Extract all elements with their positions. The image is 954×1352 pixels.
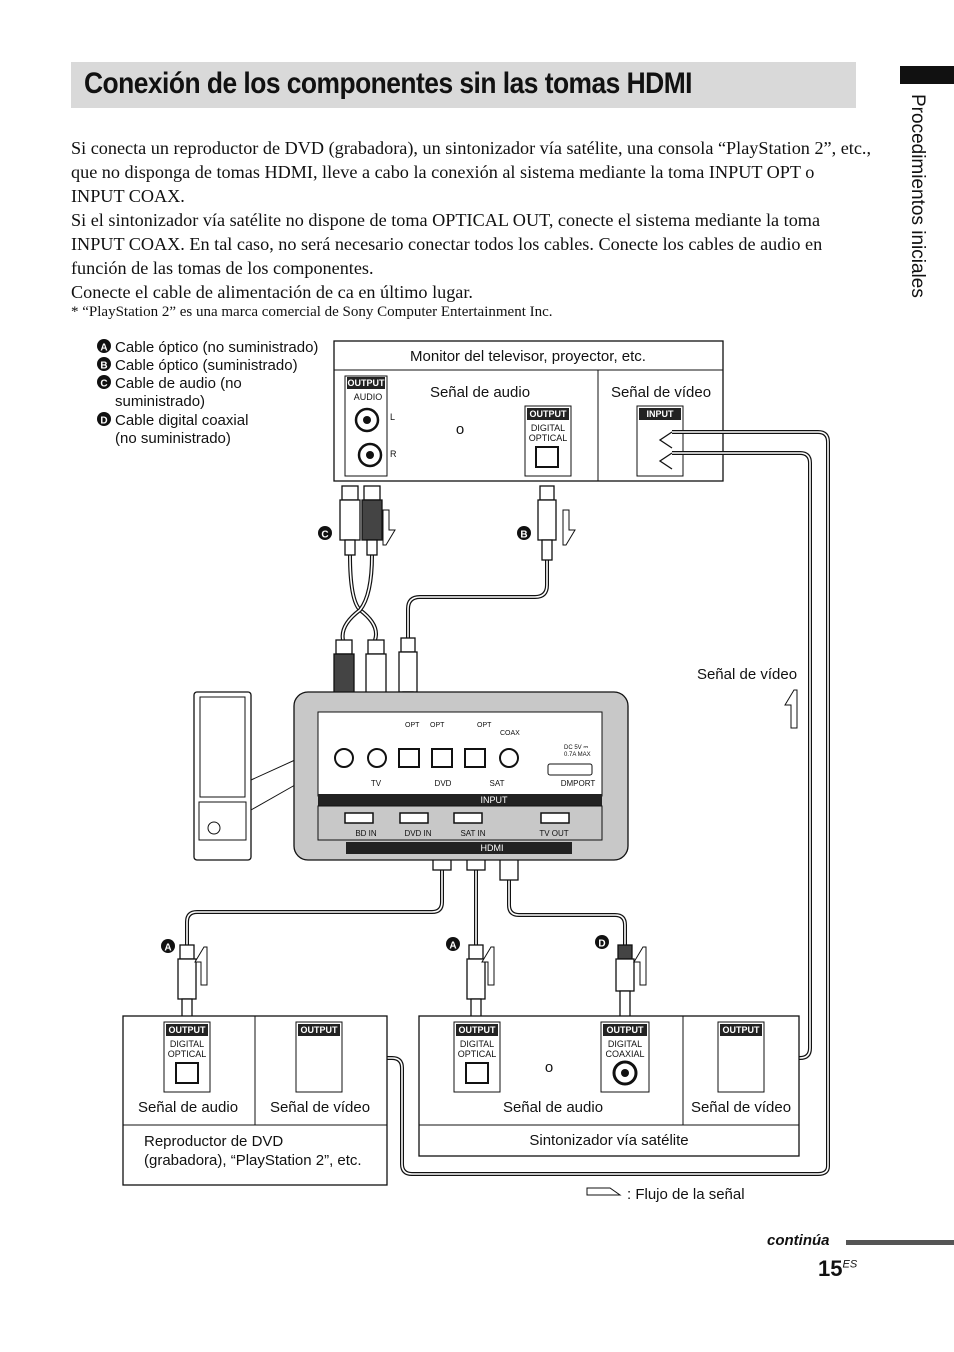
sat-audio-label: Señal de audio bbox=[503, 1099, 603, 1116]
intro-text: Si conecta un reproductor de DVD (grabad… bbox=[71, 136, 871, 304]
hdmi-label: HDMI bbox=[481, 843, 504, 853]
svg-text:D: D bbox=[598, 939, 605, 950]
digital-label: DIGITAL bbox=[460, 1039, 494, 1049]
page-title: Conexión de los componentes sin las toma… bbox=[84, 67, 692, 100]
legend-text: Cable de audio (no bbox=[115, 375, 242, 392]
tv-port-label: TV bbox=[371, 779, 382, 788]
output-badge: OUTPUT bbox=[723, 1025, 761, 1035]
output-badge: OUTPUT bbox=[530, 409, 568, 419]
connection-diagram: A Cable óptico (no suministrado) B Cable… bbox=[97, 339, 830, 1203]
opt-label: OPT bbox=[430, 722, 445, 729]
digital-label: DIGITAL bbox=[608, 1039, 642, 1049]
output-badge: OUTPUT bbox=[348, 378, 386, 388]
flow-legend-text: : Flujo de la señal bbox=[627, 1186, 745, 1203]
svg-text:D: D bbox=[100, 416, 107, 427]
svg-text:C: C bbox=[100, 379, 107, 390]
or-label: o bbox=[545, 1059, 553, 1076]
audio-jack-label: AUDIO bbox=[354, 392, 383, 402]
footnote: * “PlayStation 2” es una marca comercial… bbox=[71, 304, 553, 320]
svg-text:C: C bbox=[321, 530, 328, 541]
side-tab-marker bbox=[900, 66, 954, 84]
coaxial-label: COAXIAL bbox=[605, 1049, 644, 1059]
input-label: INPUT bbox=[481, 795, 509, 805]
continues-bar bbox=[846, 1240, 954, 1245]
input-badge: INPUT bbox=[647, 409, 675, 419]
dmport-label: DMPORT bbox=[561, 779, 596, 788]
output-badge: OUTPUT bbox=[607, 1025, 645, 1035]
continues-label: continúa bbox=[767, 1232, 830, 1249]
intro-paragraph: Si conecta un reproductor de DVD (grabad… bbox=[71, 138, 871, 206]
output-badge: OUTPUT bbox=[301, 1025, 339, 1035]
title-bar: Conexión de los componentes sin las toma… bbox=[71, 62, 856, 108]
video-signal-label: Señal de vídeo bbox=[697, 666, 797, 683]
tv-box: Monitor del televisor, proyector, etc. S… bbox=[333, 340, 724, 482]
legend-item-b: B Cable óptico (suministrado) bbox=[97, 357, 298, 374]
legend-item-c: C Cable de audio (no suministrado) bbox=[97, 375, 242, 410]
intro-paragraph: Conecte el cable de alimentación de ca e… bbox=[71, 282, 473, 302]
legend-text: Cable óptico (suministrado) bbox=[115, 357, 298, 374]
intro-paragraph: Si el sintonizador vía satélite no dispo… bbox=[71, 210, 823, 278]
legend-text: (no suministrado) bbox=[115, 430, 231, 447]
sat-name: Sintonizador vía satélite bbox=[529, 1132, 688, 1149]
output-badge: OUTPUT bbox=[459, 1025, 497, 1035]
left-jack-label: L bbox=[390, 412, 395, 422]
svg-text:B: B bbox=[100, 361, 107, 372]
or-label: o bbox=[456, 421, 464, 438]
dvd-port-label: DVD bbox=[435, 779, 452, 788]
dvd-audio-label: Señal de audio bbox=[138, 1099, 238, 1116]
dvd-name-line1: Reproductor de DVD bbox=[144, 1133, 283, 1150]
dc-label: 0.7A MAX bbox=[564, 752, 591, 758]
svg-text:A: A bbox=[164, 943, 171, 954]
tv-video-label: Señal de vídeo bbox=[611, 384, 711, 401]
legend-text: Cable óptico (no suministrado) bbox=[115, 339, 318, 356]
satellite-tuner-box: OUTPUT DIGITAL OPTICAL o OUTPUT DIGITAL … bbox=[418, 1015, 800, 1157]
coax-label: COAX bbox=[500, 730, 520, 737]
sat-port-label: SAT bbox=[490, 779, 505, 788]
digital-label: DIGITAL bbox=[531, 423, 565, 433]
legend-text: suministrado) bbox=[115, 393, 205, 410]
unit-rear-panel: INPUT OPT OPT OPT COAX TV DVD SAT DC 5V … bbox=[293, 691, 629, 861]
legend-item-d: D Cable digital coaxial (no suministrado… bbox=[97, 412, 248, 447]
optical-label: OPTICAL bbox=[529, 433, 568, 443]
svg-text:B: B bbox=[520, 530, 527, 541]
dvd-name-line2: (grabadora), “PlayStation 2”, etc. bbox=[144, 1152, 362, 1169]
sat-in-label: SAT IN bbox=[460, 829, 485, 838]
section-side-label: Procedimientos iniciales bbox=[907, 94, 928, 298]
svg-text:A: A bbox=[449, 941, 456, 952]
svg-text:A: A bbox=[100, 343, 107, 354]
optical-label: OPTICAL bbox=[168, 1049, 207, 1059]
right-jack-label: R bbox=[390, 449, 397, 459]
cables bbox=[185, 430, 830, 1176]
digital-label: DIGITAL bbox=[170, 1039, 204, 1049]
dvd-in-label: DVD IN bbox=[404, 829, 431, 838]
dc-label: DC 5V ⎓ bbox=[564, 745, 588, 751]
optical-label: OPTICAL bbox=[458, 1049, 497, 1059]
dvd-player-box: OUTPUT DIGITAL OPTICAL OUTPUT Señal de a… bbox=[122, 1015, 388, 1186]
speaker-unit-icon bbox=[193, 691, 296, 861]
page-number: 15ES bbox=[818, 1256, 857, 1282]
tv-audio-label: Señal de audio bbox=[430, 384, 530, 401]
legend-item-a: A Cable óptico (no suministrado) bbox=[97, 339, 318, 356]
page-number-suffix: ES bbox=[842, 1258, 858, 1271]
flow-legend: : Flujo de la señal bbox=[586, 1186, 745, 1203]
bd-in-label: BD IN bbox=[355, 829, 377, 838]
legend-text: Cable digital coaxial bbox=[115, 412, 248, 429]
output-badge: OUTPUT bbox=[169, 1025, 207, 1035]
sat-video-label: Señal de vídeo bbox=[691, 1099, 791, 1116]
opt-label: OPT bbox=[477, 722, 492, 729]
dvd-video-label: Señal de vídeo bbox=[270, 1099, 370, 1116]
cable-legend: A Cable óptico (no suministrado) B Cable… bbox=[97, 339, 318, 447]
cable-markers: C B A A D bbox=[161, 526, 609, 954]
flow-arrows bbox=[194, 509, 798, 986]
opt-label: OPT bbox=[405, 722, 420, 729]
tv-box-title: Monitor del televisor, proyector, etc. bbox=[410, 348, 646, 365]
tv-out-label: TV OUT bbox=[539, 829, 568, 838]
page-number-value: 15 bbox=[818, 1256, 843, 1281]
